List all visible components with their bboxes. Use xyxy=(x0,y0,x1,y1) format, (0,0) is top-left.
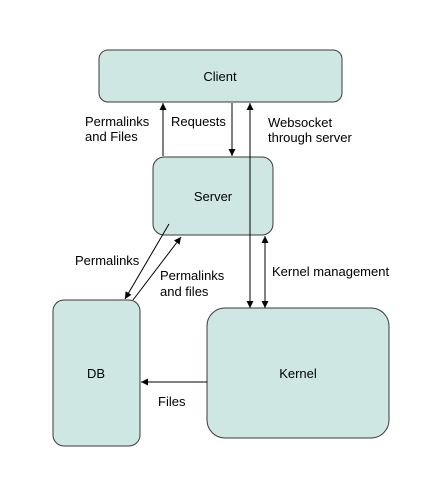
edge-server-to-db-label: Permalinks xyxy=(75,253,140,268)
edge-db-to-server-line xyxy=(132,236,182,301)
edge-db-to-server-label: Permalinks and files xyxy=(160,268,228,299)
kernel-label: Kernel xyxy=(279,366,317,381)
db-node: DB xyxy=(52,299,141,447)
edge-client-to-server: Requests xyxy=(171,103,236,156)
edge-server-to-client: Permalinks and Files xyxy=(85,103,167,156)
client-node: Client xyxy=(98,49,343,103)
edge-server-to-db-line xyxy=(124,223,170,300)
edge-server-kernel-management-label: Kernel management xyxy=(272,264,389,279)
server-label: Server xyxy=(194,189,233,204)
edge-client-kernel-websocket-label: Websocket through server xyxy=(268,115,352,145)
edge-kernel-to-db: Files xyxy=(141,378,207,409)
db-box xyxy=(52,299,141,447)
kernel-node: Kernel xyxy=(206,307,390,439)
server-box xyxy=(152,156,274,236)
server-node: Server xyxy=(152,156,274,236)
edge-kernel-to-db-label: Files xyxy=(158,394,186,409)
kernel-box xyxy=(206,307,390,439)
edge-client-kernel-websocket: Websocket through server xyxy=(246,103,352,308)
edge-db-to-server: Permalinks and files xyxy=(132,236,228,301)
db-label: DB xyxy=(87,366,105,381)
edge-client-to-server-label: Requests xyxy=(171,114,226,129)
edge-server-to-db: Permalinks xyxy=(75,223,170,300)
client-box xyxy=(98,49,343,103)
edge-server-to-client-label: Permalinks and Files xyxy=(85,114,153,144)
client-label: Client xyxy=(203,69,237,84)
edge-server-kernel-management: Kernel management xyxy=(261,236,389,308)
